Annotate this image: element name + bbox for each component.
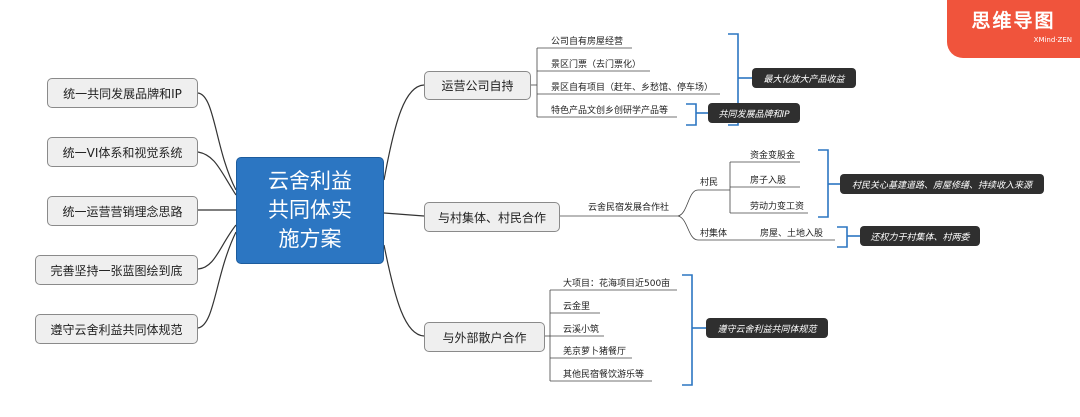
external-note-norms[interactable]: 遵守云舍利益共同体规范 (706, 318, 828, 338)
branch-external[interactable]: 与外部散户合作 (424, 322, 545, 352)
external-item[interactable]: 大项目：花海项目近500亩 (563, 279, 671, 289)
left-topic-norms[interactable]: 遵守云舍利益共同体规范 (35, 314, 198, 344)
external-item[interactable]: 云溪小筑 (563, 325, 600, 335)
villager-item[interactable]: 房子入股 (750, 176, 787, 186)
external-item[interactable]: 其他民宿餐饮游乐等 (563, 370, 645, 380)
operate-item[interactable]: 景区门票（去门票化） (551, 60, 642, 70)
badge-title: 思维导图 (971, 10, 1056, 32)
operate-item[interactable]: 特色产品文创乡创研学产品等 (551, 106, 669, 116)
village-note-collective[interactable]: 还权力于村集体、村两委 (860, 226, 980, 246)
external-item[interactable]: 羌京萝卜猪餐厅 (563, 347, 627, 357)
village-coop[interactable]: 云舍民宿发展合作社 (588, 203, 670, 213)
villager-item[interactable]: 资金变股金 (750, 151, 796, 161)
branch-operate[interactable]: 运营公司自持 (424, 71, 531, 100)
operate-note-maximize[interactable]: 最大化放大产品收益 (752, 68, 856, 88)
collective-item[interactable]: 房屋、土地入股 (760, 229, 824, 239)
xmind-badge: 思维导图 XMind·ZEN (947, 0, 1080, 58)
village-collective[interactable]: 村集体 (700, 229, 728, 239)
villager-item[interactable]: 劳动力变工资 (750, 202, 805, 212)
operate-item[interactable]: 公司自有房屋经营 (551, 37, 624, 47)
left-topic-blueprint[interactable]: 完善坚持一张蓝图绘到底 (35, 255, 198, 285)
badge-subtitle: XMind·ZEN (1033, 36, 1072, 44)
external-item[interactable]: 云金里 (563, 302, 591, 312)
central-topic[interactable]: 云舍利益共同体实施方案 (236, 157, 384, 264)
operate-item[interactable]: 景区自有项目（赶年、乡愁馆、停车场） (551, 83, 714, 93)
left-topic-marketing[interactable]: 统一运营营销理念思路 (47, 196, 198, 226)
branch-village[interactable]: 与村集体、村民合作 (424, 202, 560, 232)
left-topic-vi-system[interactable]: 统一VI体系和视觉系统 (47, 137, 198, 167)
village-villagers[interactable]: 村民 (700, 178, 719, 188)
operate-note-brand[interactable]: 共同发展品牌和IP (708, 103, 800, 123)
left-topic-brand-ip[interactable]: 统一共同发展品牌和IP (47, 78, 198, 108)
village-note-concerns[interactable]: 村民关心基建道路、房屋修缮、持续收入来源 (840, 174, 1044, 194)
